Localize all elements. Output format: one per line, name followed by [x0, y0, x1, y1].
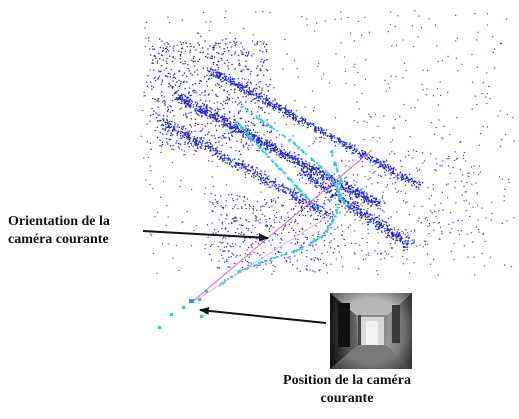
position-label: Position de la caméra courante [262, 372, 432, 408]
camera-frame-thumbnail [330, 293, 412, 369]
corridor-photo-icon [330, 293, 412, 369]
orientation-label: Orientation de la caméra courante [8, 213, 168, 249]
position-label-line-2: courante [320, 391, 374, 406]
current-camera-marker [189, 299, 194, 303]
position-label-line-1: Position de la caméra [283, 373, 411, 388]
orientation-label-line-2: caméra courante [8, 232, 109, 247]
camera-trajectory [158, 105, 348, 329]
orientation-arrow [142, 230, 269, 242]
point-cloud [140, 10, 515, 276]
orientation-label-line-1: Orientation de la [8, 214, 110, 229]
position-arrow [199, 306, 327, 324]
camera-view-ray-secondary [195, 214, 331, 301]
camera-view-ray [191, 149, 373, 303]
